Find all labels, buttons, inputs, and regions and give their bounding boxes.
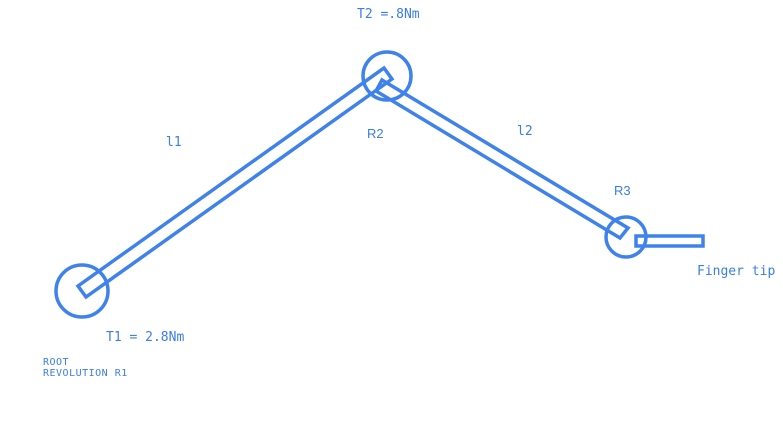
finger-tip-label: Finger tip — [697, 264, 775, 279]
link-l2-label: l2 — [517, 124, 533, 139]
joint-r2-label: R2 — [367, 126, 384, 141]
torque-t1-label: T1 = 2.8Nm — [106, 330, 184, 345]
root-label-line2: REVOLUTION R1 — [43, 368, 128, 379]
joint-r2-circle — [361, 50, 413, 102]
finger-tip-bar — [634, 234, 705, 248]
joint-r3-circle — [604, 215, 648, 259]
link-l1-label: l1 — [166, 135, 182, 150]
link-1-bar — [75, 65, 395, 300]
joint-r3-label: R3 — [614, 183, 631, 198]
joint-r1-circle — [54, 263, 110, 319]
root-label-line1: ROOT — [43, 357, 69, 368]
torque-t2-label: T2 =.8Nm — [357, 7, 420, 22]
link-2-bar — [373, 77, 631, 241]
